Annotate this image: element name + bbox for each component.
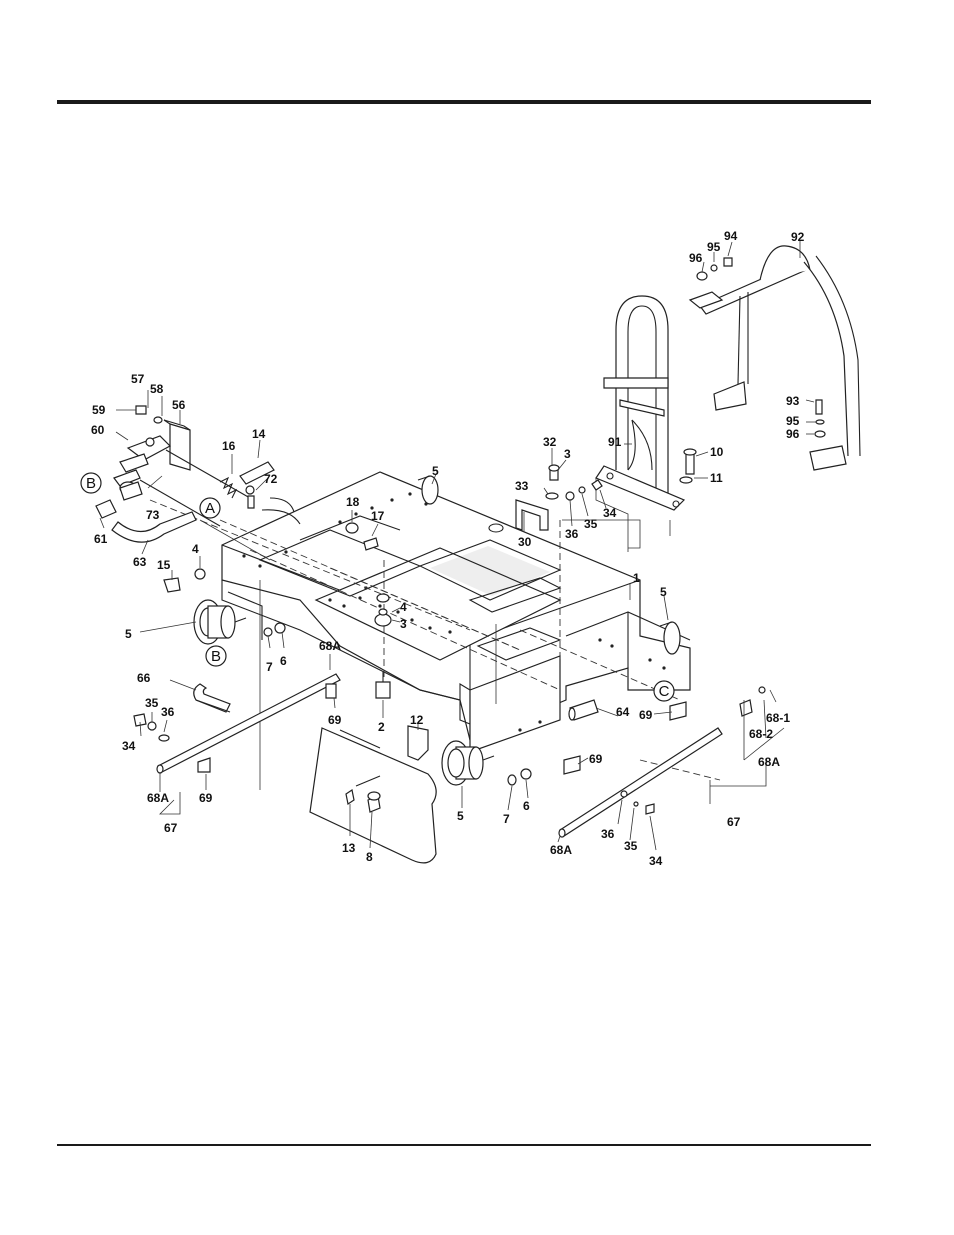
- callout-2: 2: [378, 720, 385, 734]
- callout-96: 96: [786, 427, 800, 441]
- callout-35: 35: [584, 517, 598, 531]
- lift-bar: [690, 246, 860, 470]
- callout-93: 93: [786, 394, 800, 408]
- callout-17: 17: [371, 509, 385, 523]
- callout-18: 18: [346, 495, 360, 509]
- callout-91: 91: [608, 435, 622, 449]
- callout-61: 61: [94, 532, 108, 546]
- ref-letter: B: [86, 475, 96, 492]
- ref-letter: C: [659, 683, 670, 700]
- callout-35: 35: [145, 696, 159, 710]
- callout-10: 10: [710, 445, 724, 459]
- callout-34: 34: [122, 739, 136, 753]
- callout-58: 58: [150, 382, 164, 396]
- callout-66: 66: [137, 671, 151, 685]
- callout-5: 5: [660, 585, 667, 599]
- ref-marker-b-bottom: B: [206, 646, 226, 666]
- callout-3: 3: [564, 447, 571, 461]
- callout-57: 57: [131, 372, 145, 386]
- callout-5: 5: [125, 627, 132, 641]
- callout-16: 16: [222, 439, 236, 453]
- callout-5: 5: [432, 464, 439, 478]
- callout-8: 8: [366, 850, 373, 864]
- ref-marker-c: C: [654, 681, 674, 701]
- callout-68A: 68A: [758, 755, 780, 769]
- callout-94: 94: [724, 229, 738, 243]
- callout-67: 67: [164, 821, 178, 835]
- callout-96: 96: [689, 251, 703, 265]
- callout-68A: 68A: [147, 791, 169, 805]
- callout-6: 6: [523, 799, 530, 813]
- callout-1: 1: [633, 571, 640, 585]
- callout-64: 64: [616, 705, 630, 719]
- callout-69: 69: [328, 713, 342, 727]
- callout-6: 6: [280, 654, 287, 668]
- belt-cover: [310, 726, 436, 863]
- ref-letter: A: [205, 500, 215, 517]
- callout-69: 69: [199, 791, 213, 805]
- callout-3: 3: [400, 617, 407, 631]
- callout-59: 59: [92, 403, 106, 417]
- callout-13: 13: [342, 841, 356, 855]
- callout-92: 92: [791, 230, 805, 244]
- callout-11: 11: [710, 471, 723, 485]
- callout-36: 36: [565, 527, 579, 541]
- valve-block: [114, 406, 250, 526]
- callout-36: 36: [161, 705, 175, 719]
- callout-4: 4: [400, 600, 407, 614]
- callout-60: 60: [91, 423, 105, 437]
- callout-33: 33: [515, 479, 529, 493]
- callout-12: 12: [410, 713, 424, 727]
- part-64: [569, 700, 598, 720]
- callout-95: 95: [786, 414, 800, 428]
- rod-67-left: [157, 674, 340, 773]
- callout-72: 72: [264, 472, 278, 486]
- callout-68-2: 68-2: [749, 727, 773, 741]
- callout-4: 4: [192, 542, 199, 556]
- callout-68-1: 68-1: [766, 711, 790, 725]
- callout-69: 69: [589, 752, 603, 766]
- callout-7: 7: [266, 660, 273, 674]
- vibration-mount-front: [442, 741, 494, 785]
- hose-66: [194, 684, 230, 712]
- callout-36: 36: [601, 827, 615, 841]
- callout-63: 63: [133, 555, 147, 569]
- callout-56: 56: [172, 398, 186, 412]
- callout-34: 34: [649, 854, 663, 868]
- callout-95: 95: [707, 240, 721, 254]
- callout-30: 30: [518, 535, 532, 549]
- callout-5: 5: [457, 809, 464, 823]
- ref-letter: B: [211, 648, 221, 665]
- callout-14: 14: [252, 427, 266, 441]
- callout-34: 34: [603, 506, 617, 520]
- callout-69: 69: [639, 708, 653, 722]
- callout-32: 32: [543, 435, 557, 449]
- ref-marker-a: A: [200, 498, 220, 518]
- callout-67: 67: [727, 815, 741, 829]
- callout-7: 7: [503, 812, 510, 826]
- callout-15: 15: [157, 558, 171, 572]
- callout-68A: 68A: [319, 639, 341, 653]
- callout-73: 73: [146, 508, 160, 522]
- ref-marker-b-top: B: [81, 473, 101, 493]
- callout-35: 35: [624, 839, 638, 853]
- callout-68A: 68A: [550, 843, 572, 857]
